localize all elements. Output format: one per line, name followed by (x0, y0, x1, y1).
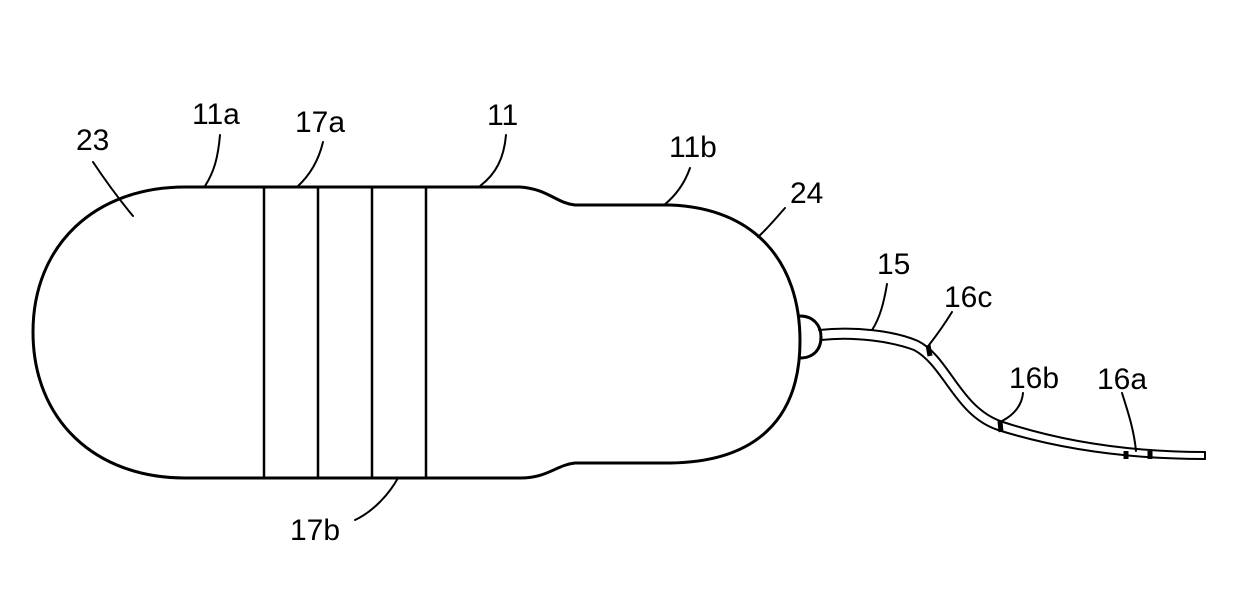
label-11a: 11a (192, 98, 240, 131)
label-23: 23 (76, 124, 109, 157)
leader-24 (758, 208, 785, 237)
label-11: 11 (487, 99, 518, 132)
capsule-body (33, 187, 800, 478)
label-11b: 11b (669, 131, 717, 164)
leader-11a (205, 135, 220, 186)
leader-16a (1122, 393, 1136, 451)
label-16b: 16b (1009, 362, 1059, 395)
label-17a: 17a (295, 106, 345, 139)
leader-17b (355, 478, 398, 520)
marker-16b (1000, 421, 1001, 432)
label-17b: 17b (290, 514, 340, 547)
label-16c: 16c (944, 281, 992, 314)
leader-17a (297, 142, 323, 187)
label-16a: 16a (1097, 363, 1147, 396)
marker-16c (928, 345, 930, 356)
label-24: 24 (790, 177, 823, 210)
label-15: 15 (877, 248, 910, 281)
leader-11 (480, 135, 506, 186)
tube-lower-edge (821, 339, 1205, 459)
leader-15 (872, 284, 887, 330)
leader-16c (929, 312, 952, 345)
connector-knob (800, 316, 821, 358)
leader-11b (664, 168, 690, 205)
leader-16b (1002, 393, 1023, 421)
